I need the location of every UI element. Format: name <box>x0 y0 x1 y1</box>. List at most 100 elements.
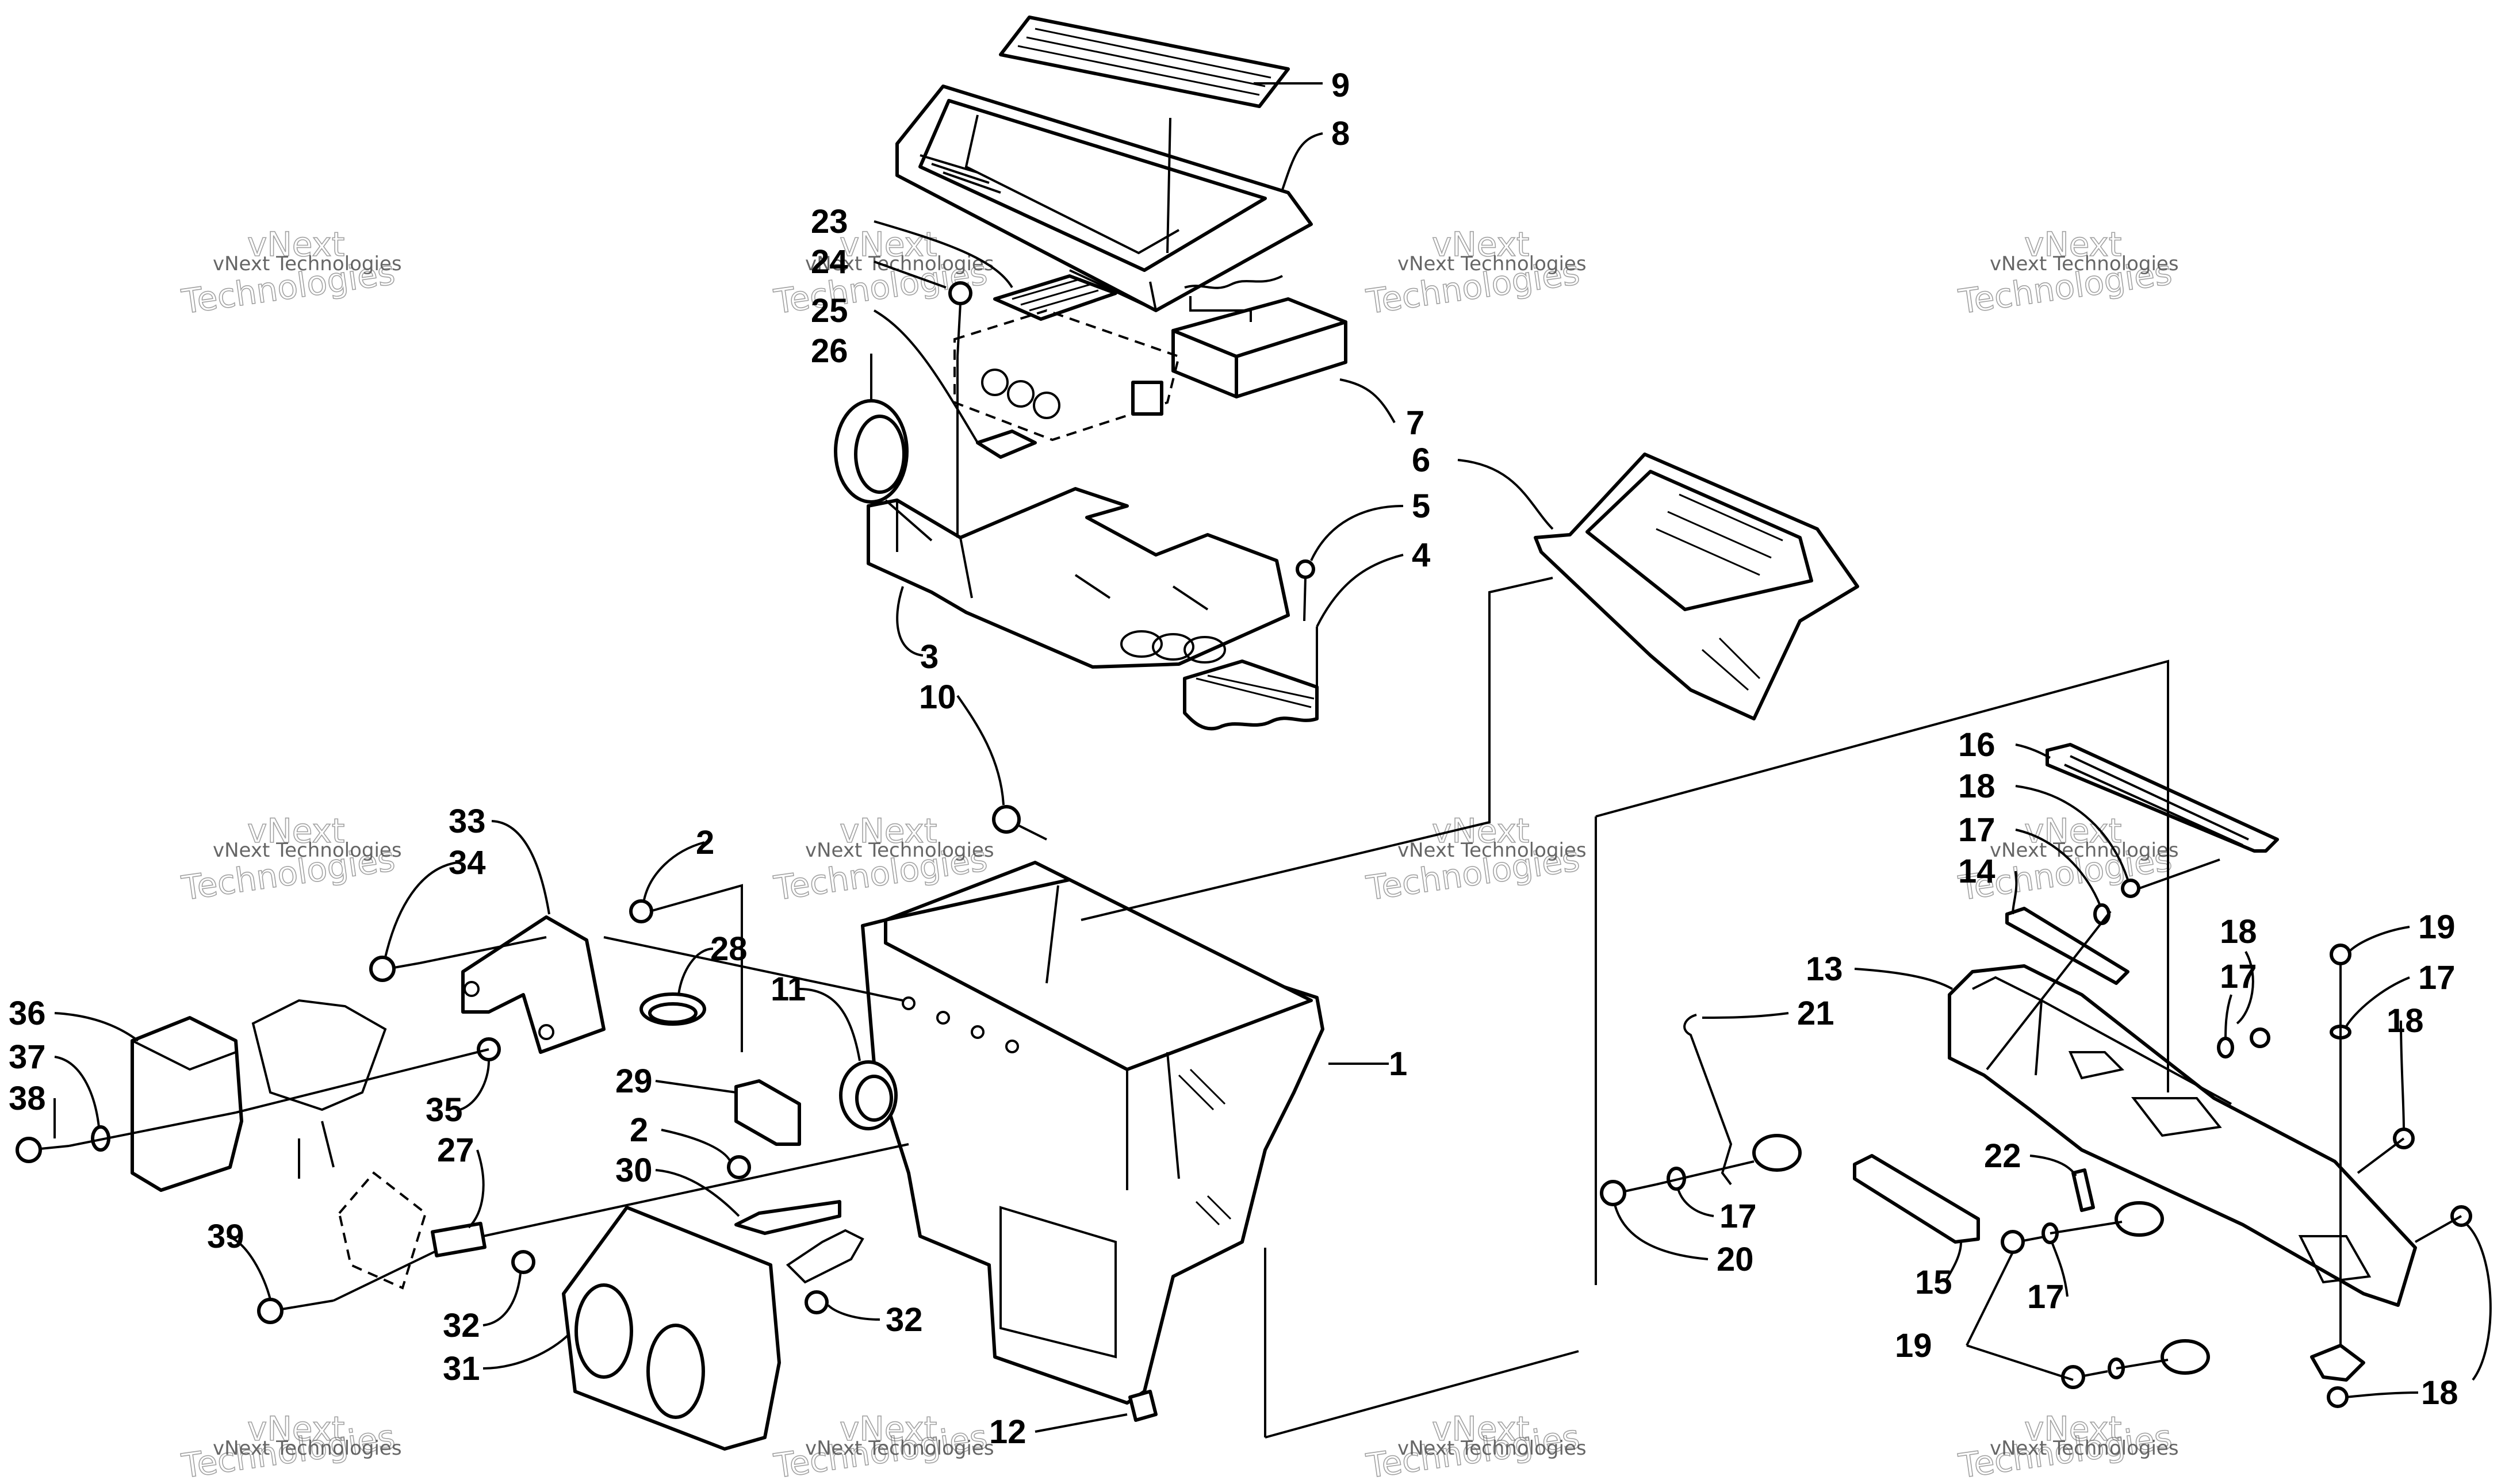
part-28-hose-clamp <box>639 992 706 1026</box>
callout-32-right: 32 <box>886 1301 923 1339</box>
callout-17-right: 17 <box>2418 959 2456 996</box>
callout-1: 1 <box>1389 1045 1407 1083</box>
callout-13: 13 <box>1806 950 1843 988</box>
svg-text:vNext: vNext <box>1432 1409 1529 1448</box>
callout-39: 39 <box>207 1218 244 1255</box>
callout-28: 28 <box>710 930 748 968</box>
watermark-12: vNext vNext Technologies Technologies <box>1956 1409 2179 1484</box>
svg-text:vNext: vNext <box>840 225 937 264</box>
callout-15: 15 <box>1915 1264 1952 1301</box>
part-17-washer-mid-right <box>2217 1037 2234 1059</box>
part-25-control-module <box>953 309 1181 459</box>
svg-text:vNext Technologies: vNext Technologies <box>213 252 402 275</box>
part-11-grommet <box>839 1060 898 1130</box>
callout-2-lower: 2 <box>630 1111 648 1149</box>
watermark-9: vNext vNext Technologies Technologies <box>179 1409 402 1484</box>
part-32-plug-right <box>805 1290 829 1314</box>
part-39-screw <box>257 1298 334 1324</box>
part-23-label-plate <box>993 274 1117 321</box>
part-1-airbox-housing <box>861 861 1324 1405</box>
callout-2-upper: 2 <box>696 824 714 861</box>
part-9-decal <box>999 16 1290 108</box>
part-12-drain-cap <box>1128 1390 1158 1422</box>
part-8-airbox-lid <box>895 85 1313 312</box>
svg-text:vNext: vNext <box>1432 811 1529 850</box>
svg-text:vNext Technologies: vNext Technologies <box>1990 839 2179 862</box>
svg-text:vNext: vNext <box>247 811 344 850</box>
part-30-cable-tie <box>734 1200 841 1235</box>
callout-25: 25 <box>811 292 848 329</box>
callout-30: 30 <box>615 1152 653 1189</box>
callout-22: 22 <box>1984 1137 2021 1175</box>
part-6-intake-duct <box>1534 453 1859 720</box>
part-motor-dashed <box>338 1171 427 1290</box>
part-18-nut-top <box>2121 879 2140 898</box>
part-24-screw <box>948 281 972 357</box>
watermark-10: vNext vNext Technologies Technologies <box>771 1409 994 1484</box>
part-10-screw <box>992 805 1047 841</box>
part-32-plug-left <box>511 1250 535 1274</box>
callout-19-top-right: 19 <box>2418 908 2456 946</box>
callout-17-top: 17 <box>1958 811 1995 849</box>
callout-18-mid: 18 <box>2220 913 2257 950</box>
svg-text:vNext: vNext <box>1432 225 1529 264</box>
svg-text:vNext: vNext <box>2024 1409 2121 1448</box>
callout-5: 5 <box>1412 488 1430 525</box>
callout-17-left: 17 <box>1719 1198 1757 1235</box>
part-16-gasket <box>2046 743 2279 853</box>
svg-text:vNext Technologies: vNext Technologies <box>1990 1437 2179 1460</box>
callout-14: 14 <box>1958 853 1995 890</box>
part-19-bolt-top <box>2330 944 2351 995</box>
svg-text:vNext: vNext <box>2024 225 2121 264</box>
part-22-link <box>2071 1168 2095 1212</box>
callout-26: 26 <box>811 332 848 370</box>
callout-6: 6 <box>1412 442 1430 479</box>
callout-17-mid: 17 <box>2027 1278 2064 1316</box>
callout-20: 20 <box>1717 1241 1754 1278</box>
part-throttle-sensor <box>786 1229 864 1284</box>
callout-29: 29 <box>615 1063 653 1100</box>
callout-19-low: 19 <box>1895 1327 1932 1364</box>
callout-3: 3 <box>920 638 939 676</box>
callout-36: 36 <box>9 995 46 1032</box>
part-20-bolt <box>1600 1180 1657 1206</box>
svg-text:vNext Technologies: vNext Technologies <box>1397 1437 1587 1460</box>
callout-23: 23 <box>811 203 848 240</box>
watermark-3: vNext vNext Technologies Technologies <box>1363 224 1587 322</box>
callout-37: 37 <box>9 1038 46 1076</box>
callout-24: 24 <box>811 243 848 281</box>
svg-text:vNext: vNext <box>840 1409 937 1448</box>
callout-10: 10 <box>919 678 956 716</box>
callout-27: 27 <box>437 1132 474 1169</box>
part-2-nut-lower <box>727 1155 751 1179</box>
callout-35: 35 <box>426 1091 463 1129</box>
callout-11: 11 <box>771 971 806 1008</box>
part-38-screw <box>16 1137 70 1163</box>
part-21-rod <box>1683 1014 1802 1186</box>
callout-9: 9 <box>1331 67 1350 104</box>
watermark-1: vNext vNext Technologies Technologies <box>179 224 402 322</box>
callout-31: 31 <box>443 1350 480 1387</box>
watermark-4: vNext vNext Technologies Technologies <box>1956 224 2179 322</box>
callout-34: 34 <box>449 844 486 881</box>
svg-text:vNext Technologies: vNext Technologies <box>805 839 994 862</box>
callout-labels: 9 8 7 6 5 4 23 24 25 26 3 10 1 11 12 2 2… <box>9 67 2458 1451</box>
part-19-bolt-low <box>2061 1365 2108 1389</box>
part-36-cover <box>131 1016 243 1192</box>
callout-7: 7 <box>1406 404 1424 442</box>
part-29-clip <box>734 1079 801 1146</box>
callout-33: 33 <box>449 803 486 840</box>
svg-text:vNext Technologies: vNext Technologies <box>213 1437 402 1460</box>
part-5-screw <box>1296 559 1315 622</box>
part-27-spacer <box>430 1221 487 1257</box>
part-3-airbox-tray <box>867 487 1290 669</box>
svg-text:vNext: vNext <box>247 1409 344 1448</box>
watermark-5: vNext vNext Technologies Technologies <box>179 811 402 908</box>
svg-text:vNext Technologies: vNext Technologies <box>805 1437 994 1460</box>
part-knob-mid <box>2115 1201 2164 1237</box>
part-2-nut-upper <box>629 899 653 923</box>
callout-32-left: 32 <box>443 1307 480 1344</box>
part-34-screw <box>369 956 420 982</box>
svg-text:vNext: vNext <box>247 225 344 264</box>
